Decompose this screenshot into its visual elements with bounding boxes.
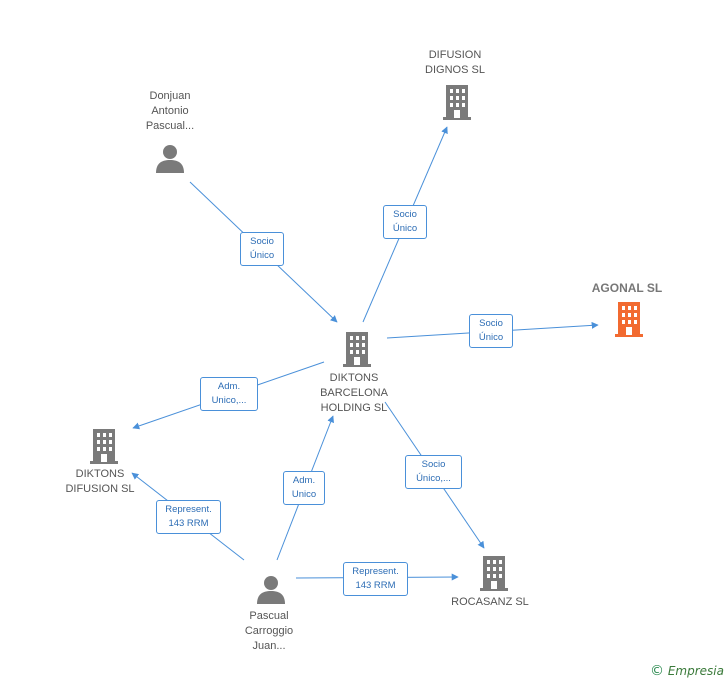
node-label-rocasanz: ROCASANZ SL bbox=[451, 596, 529, 608]
edge-label-socio-unico[interactable]: Socio Único bbox=[469, 314, 513, 348]
brand-logo[interactable]: Empresia bbox=[667, 664, 724, 678]
edge-label-socio-unico[interactable]: Socio Único bbox=[240, 232, 284, 266]
node-label-difusion-dignos: DIFUSION DIGNOS SL bbox=[425, 49, 485, 76]
person-icon[interactable] bbox=[154, 143, 186, 173]
person-icon[interactable] bbox=[255, 574, 287, 604]
edge-label-represent[interactable]: Represent. 143 RRM bbox=[343, 562, 408, 596]
building-icon[interactable] bbox=[88, 428, 120, 464]
node-label-donjuan: Donjuan Antonio Pascual... bbox=[145, 90, 195, 132]
node-label-diktons-dif: DIKTONS DIFUSION SL bbox=[65, 468, 135, 495]
building-icon[interactable] bbox=[341, 331, 373, 367]
building-icon[interactable] bbox=[441, 84, 473, 120]
copyright-symbol: © bbox=[650, 663, 665, 679]
edge-label-adm-unico[interactable]: Adm. Unico bbox=[283, 471, 325, 505]
node-label-agonal: AGONAL SL bbox=[591, 281, 663, 295]
edge-label-socio-unico[interactable]: Socio Único,... bbox=[405, 455, 462, 489]
edge-label-represent[interactable]: Represent. 143 RRM bbox=[156, 500, 221, 534]
building-icon[interactable] bbox=[478, 555, 510, 591]
edge-label-socio-unico[interactable]: Socio Único bbox=[383, 205, 427, 239]
node-label-diktons-bh: DIKTONS BARCELONA HOLDING SL bbox=[320, 372, 388, 414]
node-label-pascual: Pascual Carroggio Juan... bbox=[244, 610, 294, 652]
building-icon[interactable] bbox=[613, 301, 645, 337]
edge-label-adm-unico[interactable]: Adm. Unico,... bbox=[200, 377, 258, 411]
copyright-notice: © Empresia bbox=[650, 663, 724, 679]
